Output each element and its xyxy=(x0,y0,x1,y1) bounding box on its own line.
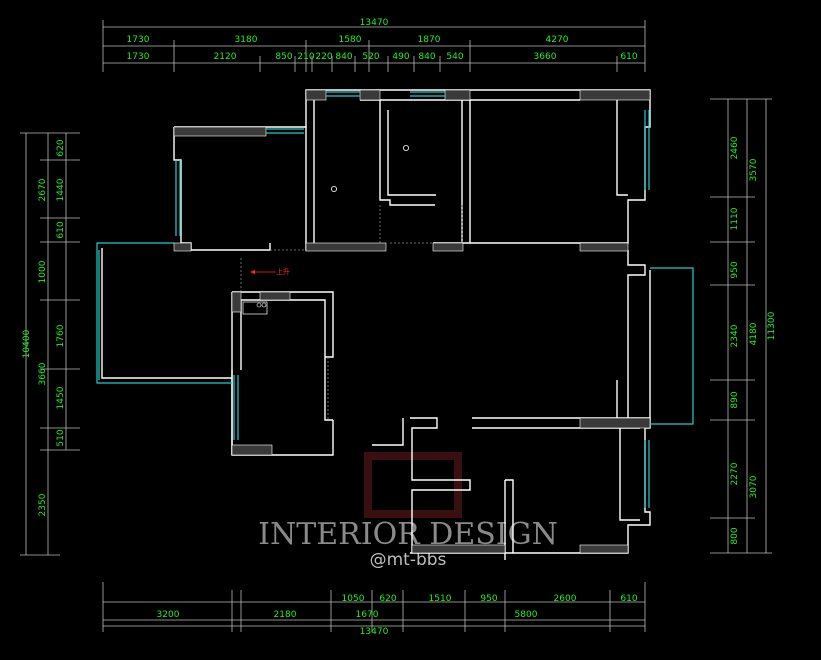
left-inner-dim: 1450 xyxy=(56,386,66,409)
column xyxy=(305,242,387,252)
right-dimensions: 2460 1110 950 2340 890 2270 800 3570 418… xyxy=(710,98,777,554)
right-inner-dim: 2460 xyxy=(730,136,740,159)
right-inner-dim: 890 xyxy=(730,391,740,408)
right-inner-dim: 2340 xyxy=(730,324,740,347)
right-total-dimension: 11300 xyxy=(767,311,777,340)
top-total-dimension: 13470 xyxy=(360,18,389,28)
column xyxy=(579,544,629,554)
left-inner-dim: 1440 xyxy=(56,178,66,201)
right-inner-dim: 1110 xyxy=(730,207,740,230)
windows xyxy=(98,91,694,508)
column xyxy=(231,291,242,313)
column xyxy=(579,89,651,101)
watermark-logo xyxy=(364,452,462,518)
top-row1-dim: 1580 xyxy=(339,35,362,45)
column xyxy=(579,242,629,252)
left-mid-dim: 3660 xyxy=(38,362,48,385)
column xyxy=(173,242,192,252)
bottom-row1-dim: 950 xyxy=(480,594,497,604)
top-row2-dim: 210 xyxy=(297,52,314,62)
left-total-dimension: 10400 xyxy=(22,329,32,358)
right-mid-dim: 3070 xyxy=(749,475,759,498)
top-row2-dim: 2120 xyxy=(214,52,237,62)
right-mid-dim: 4180 xyxy=(749,322,759,345)
right-inner-dim: 2270 xyxy=(730,462,740,485)
columns xyxy=(173,89,651,554)
sink-icon xyxy=(242,301,268,315)
top-row2-dim: 540 xyxy=(446,52,463,62)
column xyxy=(173,126,267,137)
top-dimensions: 13470 1730 3180 1580 1870 4270 1730 2120… xyxy=(102,18,646,72)
right-mid-dim: 3570 xyxy=(749,158,759,181)
top-row1-dim: 1870 xyxy=(418,35,441,45)
top-row1-dim: 3180 xyxy=(235,35,258,45)
top-row2-dim: 490 xyxy=(392,52,409,62)
top-row1-dim: 4270 xyxy=(546,35,569,45)
top-row2-dim: 850 xyxy=(275,52,292,62)
left-inner-dim: 610 xyxy=(56,221,66,238)
right-inner-dim: 950 xyxy=(730,261,740,278)
sink-bowl-icon xyxy=(261,302,267,308)
column xyxy=(411,544,506,554)
bottom-total-dimension: 13470 xyxy=(360,627,389,637)
top-row2-dim: 3660 xyxy=(534,52,557,62)
top-row2-dim: 840 xyxy=(418,52,435,62)
watermark-title: INTERIOR DESIGN xyxy=(258,517,558,552)
watermark-handle: @mt-bbs xyxy=(370,550,447,570)
stair-arrow-icon xyxy=(250,270,255,274)
bottom-row1-dim: 1050 xyxy=(342,594,365,604)
column xyxy=(444,89,471,101)
top-row2-dim: 840 xyxy=(335,52,352,62)
left-dimensions: 620 1440 610 1000 1760 1450 510 2670 366… xyxy=(20,132,80,556)
left-mid-dim: 2350 xyxy=(38,493,48,516)
left-mid-dim: 2670 xyxy=(38,178,48,201)
bottom-row1-dim: 620 xyxy=(379,594,396,604)
top-row1-dim: 1730 xyxy=(127,35,150,45)
column xyxy=(259,291,291,301)
bottom-row2-dim: 2180 xyxy=(274,610,297,620)
bottom-row2-dim: 3200 xyxy=(157,610,180,620)
bottom-row2-dim: 5800 xyxy=(515,610,538,620)
bottom-row1-dim: 610 xyxy=(620,594,637,604)
column xyxy=(231,444,273,456)
column xyxy=(579,417,651,429)
top-row2-dim: 520 xyxy=(362,52,379,62)
fixtures: 上升 xyxy=(242,144,409,315)
watermark: INTERIOR DESIGN @mt-bbs xyxy=(258,452,558,570)
top-row2-dim: 1730 xyxy=(127,52,150,62)
right-inner-dim: 800 xyxy=(730,527,740,544)
left-inner-dim: 1760 xyxy=(56,324,66,347)
bottom-row1-dim: 1510 xyxy=(429,594,452,604)
bottom-row2-dim: 1670 xyxy=(356,610,379,620)
drain-icon xyxy=(402,144,409,151)
column xyxy=(305,89,327,101)
sink-bowl-icon xyxy=(256,302,262,308)
bottom-row1-dim: 2600 xyxy=(554,594,577,604)
top-row2-dim: 220 xyxy=(315,52,332,62)
left-inner-dim: 510 xyxy=(56,429,66,446)
stair-label: 上升 xyxy=(276,267,290,276)
top-row2-dim: 610 xyxy=(620,52,637,62)
left-inner-dim: 620 xyxy=(56,139,66,156)
column xyxy=(359,89,381,101)
bottom-dimensions: 1050 620 1510 950 2600 610 3200 2180 167… xyxy=(102,582,646,637)
left-inner-dim: 1000 xyxy=(38,260,48,283)
column xyxy=(432,242,464,252)
drain-icon xyxy=(330,185,337,192)
